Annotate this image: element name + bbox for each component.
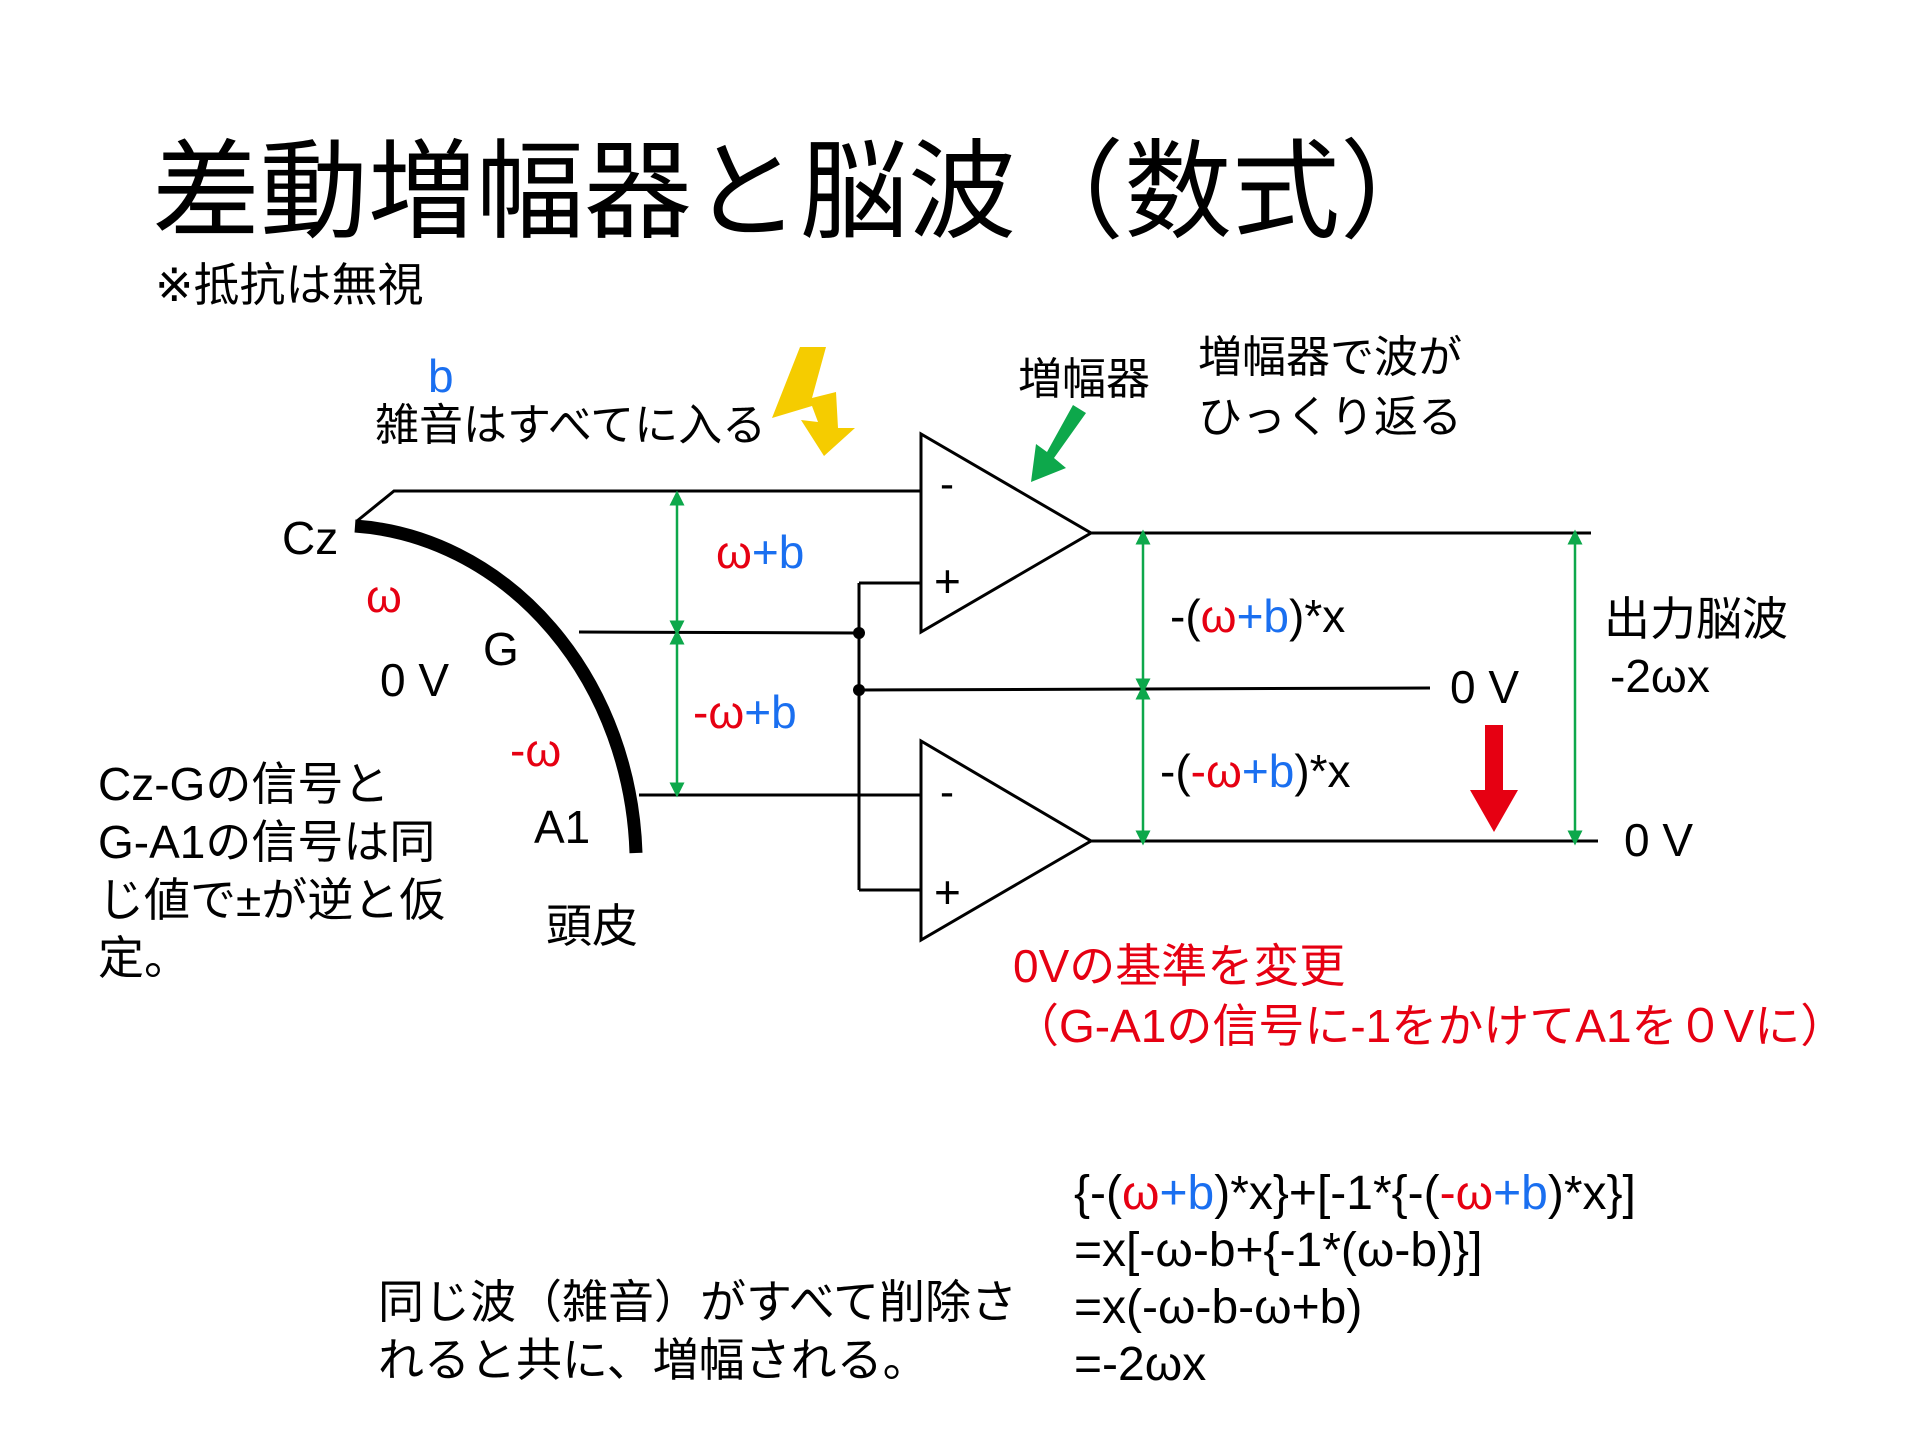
red-down-arrow-icon xyxy=(1470,725,1518,832)
out2-signal: -(-ω+b)*x xyxy=(1160,745,1351,797)
out1-signal: -(ω+b)*x xyxy=(1170,590,1345,642)
red-note-line1: 0Vの基準を変更 xyxy=(1013,940,1345,992)
bottom-note-line2: れると共に、増幅される。 xyxy=(378,1334,929,1386)
equation-line3: =x(-ω-b-ω+b) xyxy=(1074,1281,1362,1334)
output-label: 出力脳波 xyxy=(1604,593,1788,645)
junction-dot xyxy=(853,627,865,639)
cz-label: Cz xyxy=(282,512,338,564)
cz-g-signal: ω+b xyxy=(716,526,804,578)
left-note-line4: 定。 xyxy=(98,932,190,984)
junction-dot xyxy=(853,684,865,696)
amp2-minus: - xyxy=(940,768,954,815)
neg-omega-label: -ω xyxy=(510,724,561,776)
omega-label: ω xyxy=(366,570,402,622)
output-value: -2ωx xyxy=(1610,650,1710,702)
zero-v-wire xyxy=(858,686,1431,692)
amplifier-1 xyxy=(919,431,1094,635)
bottom-note-line1: 同じ波（雑音）がすべて削除さ xyxy=(378,1276,1017,1328)
green-pointer-arrow-icon xyxy=(1031,405,1086,482)
amp1-plus: + xyxy=(934,555,961,607)
subtitle: ※抵抗は無視 xyxy=(155,259,424,311)
a1-label: A1 xyxy=(534,801,590,853)
amplifier-label: 増幅器 xyxy=(1018,355,1150,404)
zero-v-label: 0 V xyxy=(380,654,449,706)
g-a1-signal: -ω+b xyxy=(693,686,797,738)
noise-symbol: b xyxy=(428,350,454,402)
equation-line4: =-2ωx xyxy=(1074,1338,1206,1391)
amplifier-note-line2: ひっくり返る xyxy=(1198,393,1462,442)
amplifier-note-line1: 増幅器で波が xyxy=(1198,333,1462,382)
cz-wire xyxy=(356,489,921,523)
noise-label: 雑音はすべてに入る xyxy=(375,401,766,450)
amplifier-2 xyxy=(919,738,1094,943)
left-note-line1: Cz-Gの信号と xyxy=(98,758,389,810)
g-label: G xyxy=(483,623,519,675)
page-title: 差動増幅器と脳波（数式） xyxy=(152,131,1448,252)
lightning-icon xyxy=(772,347,855,456)
left-note-line2: G-A1の信号は同 xyxy=(98,816,435,868)
amp1-minus: - xyxy=(940,460,954,507)
scalp-label: 頭皮 xyxy=(546,900,638,952)
reference-zero-label: 0 V xyxy=(1450,661,1519,713)
amp2-plus: + xyxy=(934,866,961,918)
equation-line1: {-(ω+b)*x}+[-1*{-(-ω+b)*x}] xyxy=(1074,1167,1636,1220)
equation-line2: =x[-ω-b+{-1*(ω-b)}] xyxy=(1074,1224,1482,1277)
g-wire xyxy=(578,630,860,635)
scalp-arc xyxy=(354,519,643,854)
output-zero-label: 0 V xyxy=(1624,814,1693,866)
left-note-line3: じ値で±が逆と仮 xyxy=(98,874,445,926)
red-note-line2: （G-A1の信号に-1をかけてA1を０Vに） xyxy=(1013,1000,1846,1052)
